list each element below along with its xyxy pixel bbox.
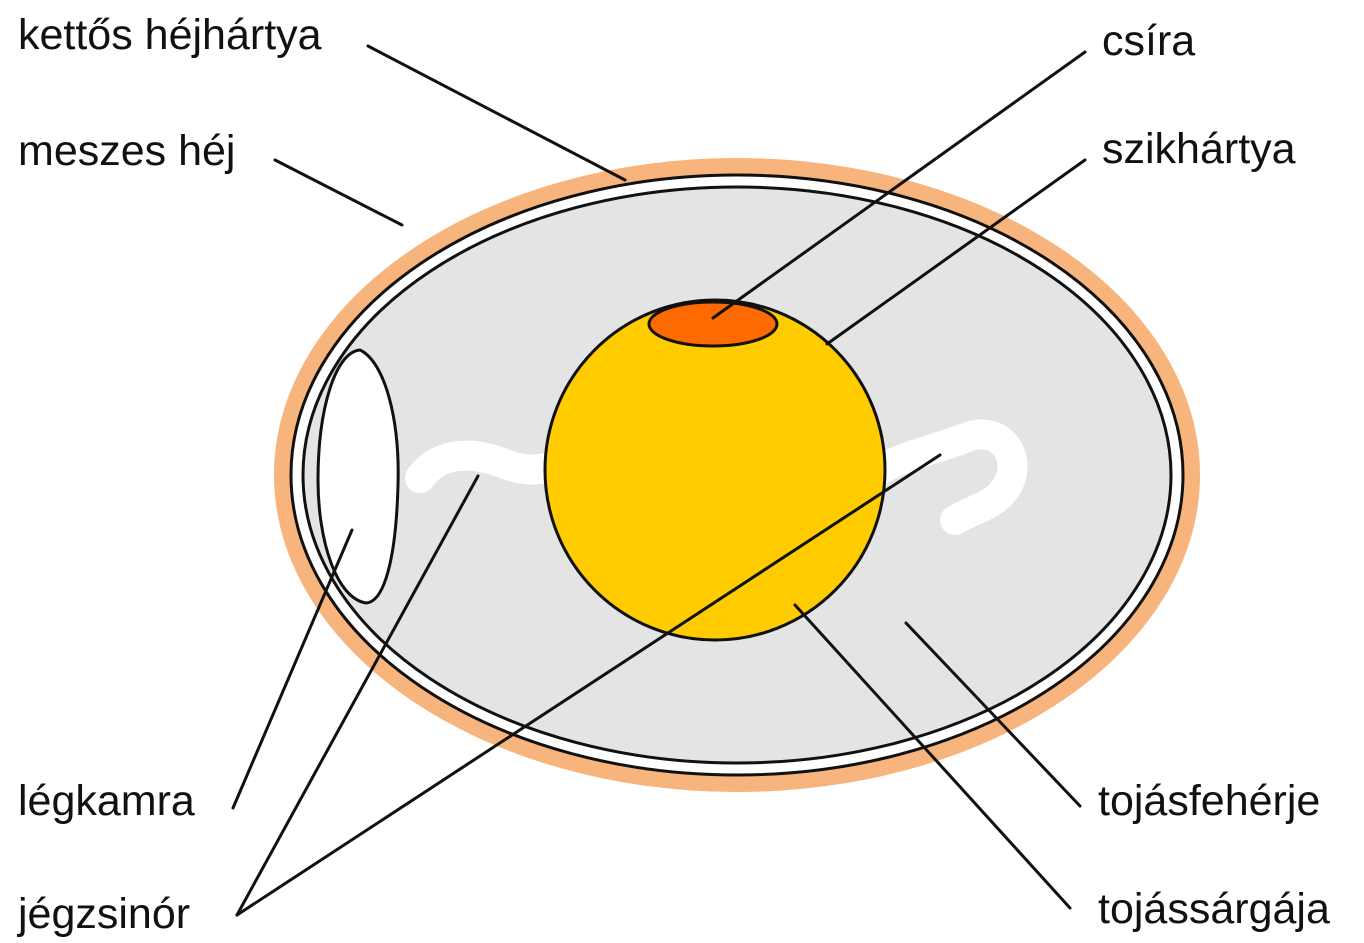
label-egg-yolk: tojássárgája xyxy=(1098,888,1330,931)
label-air-cell: légkamra xyxy=(18,780,195,823)
label-calcareous-shell: meszes héj xyxy=(18,130,235,173)
label-vitelline-membrane: szikhártya xyxy=(1102,128,1296,171)
label-egg-white: tojásfehérje xyxy=(1098,780,1320,823)
leader-line-double-membrane xyxy=(368,46,625,180)
leader-line-shell xyxy=(275,160,402,225)
egg-yolk xyxy=(545,300,885,640)
label-germinal-disc: csíra xyxy=(1102,20,1195,63)
germinal-disc xyxy=(649,302,777,346)
label-chalaza: jégzsinór xyxy=(18,893,190,936)
label-double-shell-membrane: kettős héjhártya xyxy=(18,14,322,57)
leader-line-air-cell xyxy=(233,530,352,808)
